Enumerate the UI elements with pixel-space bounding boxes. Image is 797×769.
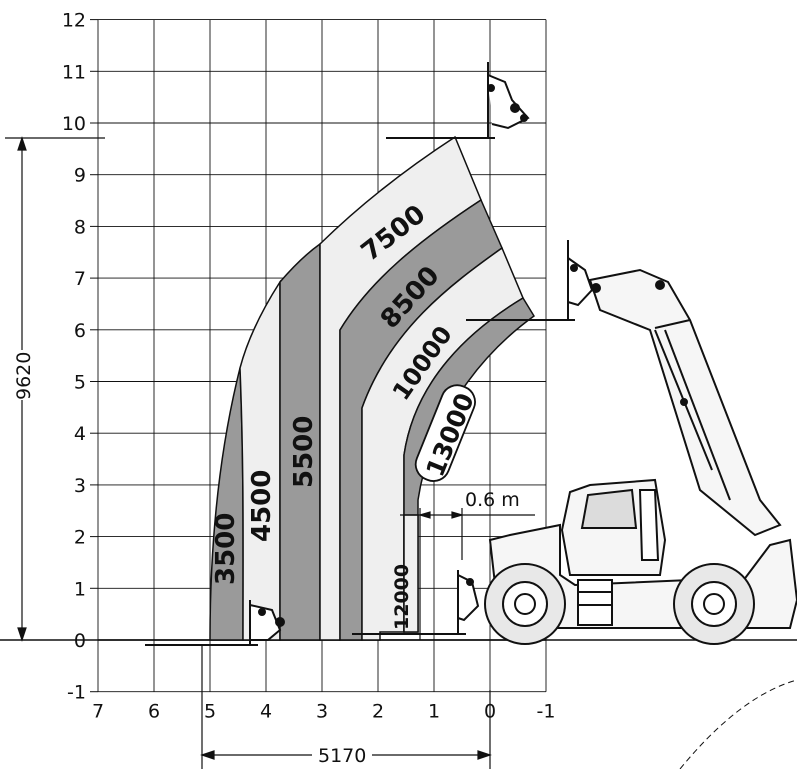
y-tick-label: 12 bbox=[62, 10, 86, 32]
y-tick-label: 3 bbox=[74, 475, 86, 497]
height-dimension-label: 9620 bbox=[13, 352, 35, 400]
x-tick-label: 4 bbox=[260, 701, 272, 723]
zone-label-4500: 4500 bbox=[247, 470, 277, 542]
y-tick-label: 6 bbox=[74, 320, 86, 342]
y-tick-label: 11 bbox=[62, 61, 86, 83]
x-tick-label: 7 bbox=[92, 701, 104, 723]
y-tick-label: 7 bbox=[74, 268, 86, 290]
offset-dimension bbox=[400, 508, 535, 640]
y-tick-label: 0 bbox=[74, 630, 86, 652]
y-tick-label: 5 bbox=[74, 372, 86, 394]
zone-label-12000: 12000 bbox=[391, 564, 413, 630]
x-tick-label: 2 bbox=[372, 701, 384, 723]
x-tick-label: -1 bbox=[537, 701, 556, 723]
zone-label-13000-pill bbox=[414, 384, 476, 482]
x-tick-label: 1 bbox=[428, 701, 440, 723]
reach-dimension-label: 5170 bbox=[318, 745, 366, 767]
y-tick-label: 10 bbox=[62, 113, 86, 135]
fork-carriage-top bbox=[386, 62, 530, 139]
y-tick-label: 9 bbox=[74, 165, 86, 187]
load-zones bbox=[209, 135, 536, 641]
x-tick-label: 3 bbox=[316, 701, 328, 723]
offset-dimension-label: 0.6 m bbox=[465, 489, 520, 511]
zone-3500 bbox=[209, 367, 244, 641]
y-tick-label: 4 bbox=[74, 423, 86, 445]
y-tick-label: 2 bbox=[74, 527, 86, 549]
reach-dimension-bg bbox=[312, 742, 372, 766]
y-tick-label: 1 bbox=[74, 578, 86, 600]
x-tick-label: 5 bbox=[204, 701, 216, 723]
fork-carriage-near bbox=[352, 570, 480, 635]
zone-label-3500: 3500 bbox=[211, 513, 241, 585]
swing-arc bbox=[679, 679, 797, 769]
height-dimension-bg bbox=[8, 350, 36, 400]
zone-label-5500: 5500 bbox=[289, 416, 319, 488]
y-tick-label: 8 bbox=[74, 216, 86, 238]
zone-4500 bbox=[239, 279, 281, 641]
x-tick-label: 0 bbox=[484, 701, 496, 723]
x-tick-label: 6 bbox=[148, 701, 160, 723]
telehandler bbox=[484, 268, 797, 645]
y-tick-label: -1 bbox=[67, 682, 86, 704]
